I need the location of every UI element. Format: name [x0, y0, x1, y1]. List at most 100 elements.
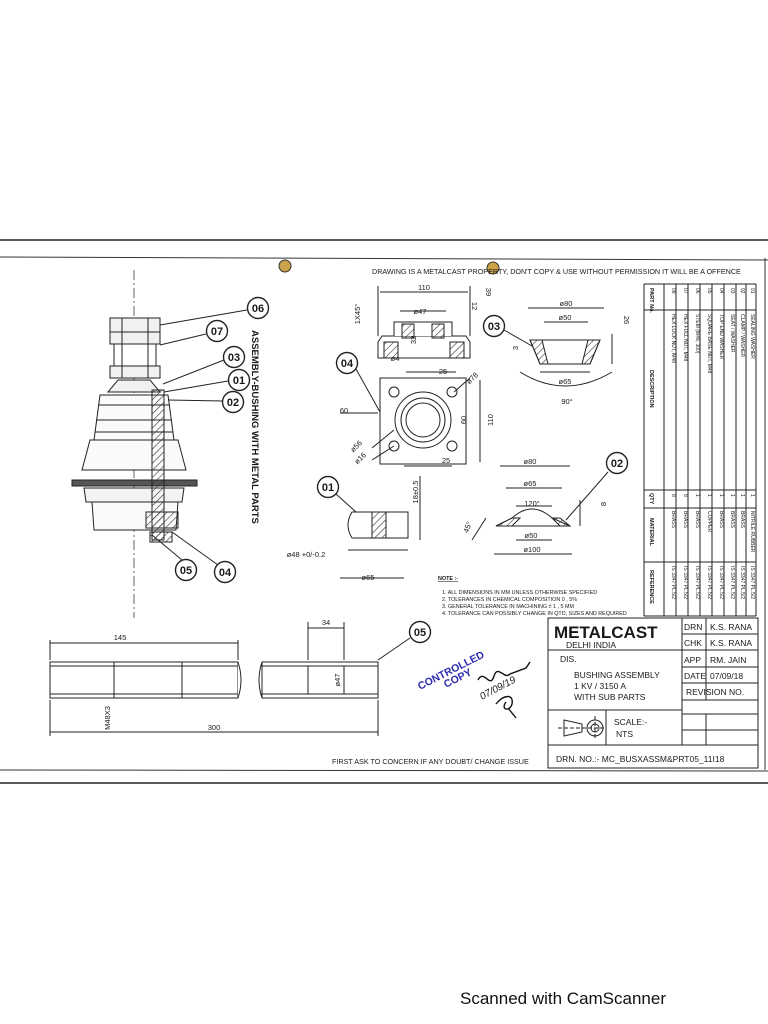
svg-text:DESCRIPTION: DESCRIPTION: [648, 370, 654, 408]
svg-text:ø65: ø65: [362, 573, 375, 582]
svg-text:ø4: ø4: [391, 354, 400, 363]
svg-text:07: 07: [211, 326, 223, 338]
svg-text:BRASS: BRASS: [670, 511, 676, 529]
part01-view: [340, 476, 421, 579]
svg-text:04: 04: [718, 288, 724, 294]
parts-list-headers: PART No. DESCRIPTION QTY MATERIAL REFERE…: [648, 288, 654, 604]
svg-text:01: 01: [749, 288, 755, 294]
svg-text:04: 04: [341, 358, 354, 370]
assembly-balloons: 06 07 03 01 02 05 04: [151, 296, 270, 584]
svg-text:08: 08: [670, 288, 676, 294]
projection-symbol-icon: [558, 716, 604, 740]
balloon-03: 03: [162, 345, 246, 385]
parts-list-row: 07 HEX FULL NUT, M48 8 BRASS IS 3347 PL.…: [682, 288, 688, 599]
drawing-title-2: 1 KV / 3150 A: [574, 681, 626, 691]
svg-text:05: 05: [180, 565, 192, 577]
svg-text:ø100: ø100: [523, 545, 540, 554]
part05-dims: 145 34 ø47 300 M48X3: [103, 618, 342, 732]
svg-text:1: 1: [718, 494, 724, 497]
svg-text:1: 1: [729, 494, 735, 497]
signature: [477, 661, 531, 719]
svg-text:HEX FULL NUT, M48: HEX FULL NUT, M48: [682, 314, 688, 362]
company-location: DELHI INDIA: [566, 640, 616, 650]
app-value: RM. JAIN: [710, 655, 746, 665]
part01-dims: 18±0.5 ø48 +0/-0.2 ø65: [287, 481, 420, 582]
chk-value: K.S. RANA: [710, 638, 752, 648]
balloon-02: 02: [167, 390, 245, 414]
svg-text:ø50: ø50: [559, 313, 572, 322]
svg-text:02: 02: [739, 288, 745, 294]
svg-text:ø48 +0/-0.2: ø48 +0/-0.2: [287, 550, 326, 559]
svg-text:8: 8: [599, 502, 608, 506]
svg-text:ø65: ø65: [559, 377, 572, 386]
revision-label: REVISION NO.: [686, 687, 744, 697]
balloon-part03: 03: [482, 314, 533, 347]
part02-view: [471, 465, 581, 555]
part02-dims: ø80 ø65 120° 45° 8 ø50 ø100: [461, 457, 608, 554]
svg-text:90°: 90°: [561, 397, 572, 406]
svg-text:04: 04: [219, 567, 232, 579]
svg-text:ø80: ø80: [560, 299, 573, 308]
parts-list-rows: 01 SEALING WASHER 1 NITRILE RUBBER IS 33…: [670, 288, 755, 599]
svg-text:05: 05: [706, 288, 712, 294]
parts-list-row: 01 SEALING WASHER 1 NITRILE RUBBER IS 33…: [749, 288, 755, 599]
parts-list-row: 06 STEM (M48, 300) 1 BRASS IS 3347 PL.5/…: [694, 288, 700, 599]
svg-text:ø47: ø47: [414, 307, 427, 316]
svg-text:BRASS: BRASS: [739, 511, 745, 529]
svg-text:1: 1: [749, 494, 755, 497]
svg-text:3. GENERAL TOLERANCE IN MACHI: 3. GENERAL TOLERANCE IN MACHINING ± 1 , …: [442, 604, 574, 610]
svg-text:01: 01: [233, 375, 245, 387]
svg-text:8: 8: [682, 494, 688, 497]
svg-text:60: 60: [459, 416, 468, 424]
drn-label: DRN: [684, 622, 702, 632]
svg-text:110: 110: [418, 283, 430, 292]
footer-note: FIRST ASK TO CONCERN IF ANY DOUBT/ CHANG…: [332, 757, 529, 766]
svg-text:IS 3347 PL.5/2: IS 3347 PL.5/2: [682, 566, 688, 599]
balloon-01: 01: [163, 368, 251, 393]
svg-text:ø65: ø65: [524, 479, 537, 488]
punch-hole-right: [486, 261, 500, 275]
svg-text:32: 32: [409, 336, 418, 344]
chk-label: CHK: [684, 638, 702, 648]
balloon-06: 06: [159, 296, 270, 326]
svg-text:TOP END WASHER: TOP END WASHER: [718, 314, 724, 360]
svg-text:IS 3347 PL.5/2: IS 3347 PL.5/2: [718, 566, 724, 599]
svg-text:110: 110: [486, 414, 495, 426]
date-value: 07/09/18: [710, 671, 743, 681]
svg-text:39: 39: [484, 288, 493, 296]
drawing-frame: [0, 256, 768, 772]
svg-text:COPPER: COPPER: [706, 511, 712, 533]
part03-view: [519, 307, 613, 387]
svg-text:45°: 45°: [461, 520, 473, 534]
balloon-part04: 04: [335, 351, 381, 413]
header-notice: DRAWING IS A METALCAST PROPERTY, DON'T C…: [372, 267, 741, 276]
svg-text:IS 3347 PL.5/2: IS 3347 PL.5/2: [729, 566, 735, 599]
controlled-copy-stamp: CONTROLLED COPY: [416, 649, 487, 693]
svg-text:02: 02: [227, 397, 239, 409]
svg-text:03: 03: [228, 352, 240, 364]
svg-text:1: 1: [706, 494, 712, 497]
drawing-title-3: WITH SUB PARTS: [574, 692, 646, 702]
svg-text:26: 26: [622, 316, 631, 324]
svg-text:HEX LOCK NUT, M48: HEX LOCK NUT, M48: [670, 314, 676, 363]
svg-text:NOTE :-: NOTE :-: [438, 576, 458, 582]
svg-text:300: 300: [208, 723, 221, 732]
svg-text:IS 3347 PL.5/2: IS 3347 PL.5/2: [670, 566, 676, 599]
svg-text:06: 06: [252, 303, 264, 315]
svg-text:IS 3347 PL.5/2: IS 3347 PL.5/2: [706, 566, 712, 599]
svg-text:25: 25: [442, 456, 450, 465]
parts-list-row: 05 SQUARE BASE NUT, M48 1 COPPER IS 3347…: [706, 288, 712, 599]
svg-text:CLAMP / WASHER: CLAMP / WASHER: [739, 314, 745, 357]
company-name: METALCAST: [554, 623, 658, 642]
svg-text:07: 07: [682, 288, 688, 294]
balloon-07: 07: [159, 319, 229, 346]
svg-text:ø80: ø80: [524, 457, 537, 466]
drawing-title-1: BUSHING ASSEMBLY: [574, 670, 660, 680]
svg-text:25: 25: [439, 367, 447, 376]
svg-text:8: 8: [670, 494, 676, 497]
svg-text:06: 06: [694, 288, 700, 294]
svg-text:60: 60: [340, 406, 348, 415]
svg-text:34: 34: [322, 618, 330, 627]
svg-text:120°: 120°: [524, 499, 540, 508]
